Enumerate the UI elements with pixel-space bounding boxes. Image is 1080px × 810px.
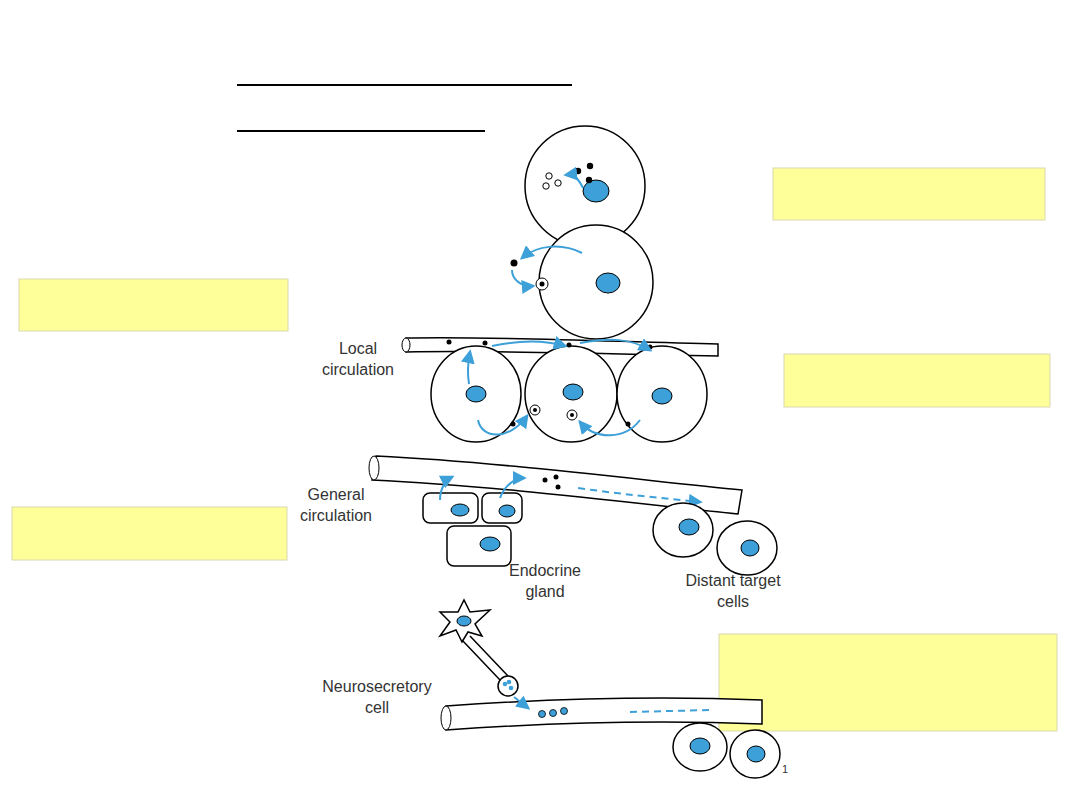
cell	[539, 225, 653, 339]
nucleus	[741, 540, 759, 556]
gland-cell	[482, 493, 522, 523]
cell	[617, 346, 707, 442]
target-cell	[673, 723, 727, 771]
blank-label-boxes	[12, 168, 1057, 731]
title-underline	[237, 130, 485, 132]
empty-dot	[546, 173, 552, 179]
nucleus	[466, 386, 486, 402]
structure-label: Distant target cells	[683, 570, 783, 612]
hormone-dot	[533, 408, 537, 412]
blank-box	[19, 279, 288, 331]
receptor	[536, 278, 548, 290]
hormone-dot	[570, 413, 574, 417]
empty-dot	[543, 183, 549, 189]
neuroendocrine-group	[440, 600, 780, 778]
paracrine-group	[402, 338, 718, 442]
autocrine-cell	[511, 225, 654, 339]
vessel-end	[402, 338, 410, 352]
target-cell	[717, 521, 777, 575]
gland-cell	[447, 526, 511, 566]
nucleus	[652, 388, 672, 404]
nucleus	[457, 616, 471, 626]
receptor	[567, 410, 577, 420]
endocrine-group	[369, 456, 777, 575]
arrow	[512, 270, 533, 286]
vessel-end	[441, 706, 451, 730]
hormone-dot	[554, 475, 559, 480]
blank-box	[12, 507, 287, 560]
arrow	[468, 352, 470, 384]
vessel-end	[369, 456, 379, 480]
nucleus	[499, 505, 515, 517]
gland-cell	[423, 493, 478, 523]
hormone-vesicle	[550, 710, 557, 717]
arrow	[580, 420, 640, 435]
arrow	[566, 175, 583, 188]
nucleus	[679, 519, 699, 535]
nucleus	[563, 384, 583, 400]
vesicle	[507, 680, 512, 685]
hormone-dot	[511, 422, 516, 427]
empty-dot	[555, 180, 561, 186]
hormone-dot	[483, 341, 488, 346]
arrow	[492, 342, 565, 347]
nucleus	[596, 273, 620, 293]
structure-label: Local circulation	[316, 338, 400, 380]
structure-label: Endocrine gland	[495, 560, 595, 602]
vesicle	[503, 682, 508, 687]
nucleus	[747, 746, 765, 762]
hormone-dot	[567, 343, 572, 348]
hormone-dot	[626, 422, 631, 427]
blank-box	[719, 634, 1057, 731]
hormone-dot	[447, 340, 452, 345]
hormone-dot	[586, 177, 592, 183]
title-underline	[237, 84, 572, 86]
nucleus	[583, 180, 609, 202]
vessel	[446, 698, 762, 730]
receptor	[530, 405, 540, 415]
hormone-dot	[587, 163, 593, 169]
target-cell	[730, 730, 780, 778]
cell	[431, 346, 521, 442]
blank-box	[784, 354, 1050, 407]
hormone-dot	[543, 478, 548, 483]
hormone-vesicle	[561, 708, 568, 715]
nucleus	[480, 537, 500, 551]
hormone-dot	[556, 485, 561, 490]
hormone-dot	[511, 260, 518, 267]
neuron-soma	[440, 600, 490, 642]
arrow	[478, 416, 527, 435]
dashed-arrow	[578, 488, 700, 502]
target-cell	[653, 503, 713, 557]
hormone-dot	[540, 282, 545, 287]
page-number: 1	[778, 762, 792, 776]
nucleus	[690, 738, 710, 754]
arrow	[514, 697, 528, 708]
hormone-vesicle	[539, 711, 546, 718]
arrow	[500, 478, 524, 498]
cell	[525, 346, 617, 442]
structure-label: Neurosecretory cell	[312, 676, 442, 718]
arrow	[580, 340, 650, 350]
axon	[462, 636, 508, 680]
arrow	[440, 477, 452, 500]
nucleus	[451, 504, 469, 516]
dashed-arrow	[630, 710, 710, 712]
arrow	[522, 247, 582, 258]
axon-terminal	[498, 676, 518, 696]
hormone-dot	[575, 168, 581, 174]
blank-box	[773, 168, 1045, 220]
vesicle	[509, 686, 514, 691]
structure-label: General circulation	[290, 484, 382, 526]
